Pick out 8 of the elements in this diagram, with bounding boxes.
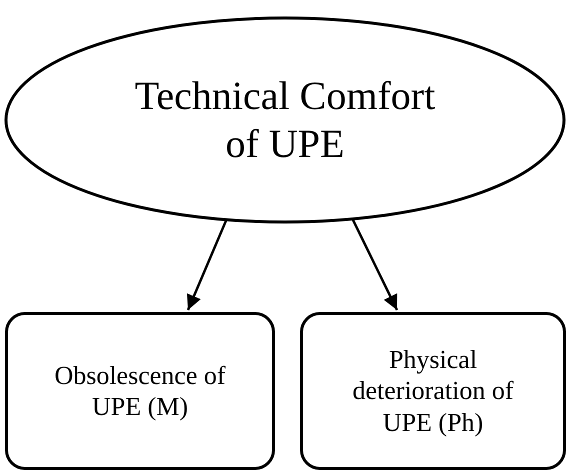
- rounded-box: [5, 312, 275, 470]
- rounded-box: [300, 312, 566, 470]
- node-label: Technical Comfort of UPE: [134, 72, 436, 168]
- arrow: [186, 220, 228, 310]
- node-label: Physical deterioration of UPE (Ph): [352, 344, 514, 438]
- ellipse-node: [4, 16, 566, 224]
- node-label: Obsolescence of UPE (M): [53, 360, 227, 422]
- arrow: [352, 219, 398, 311]
